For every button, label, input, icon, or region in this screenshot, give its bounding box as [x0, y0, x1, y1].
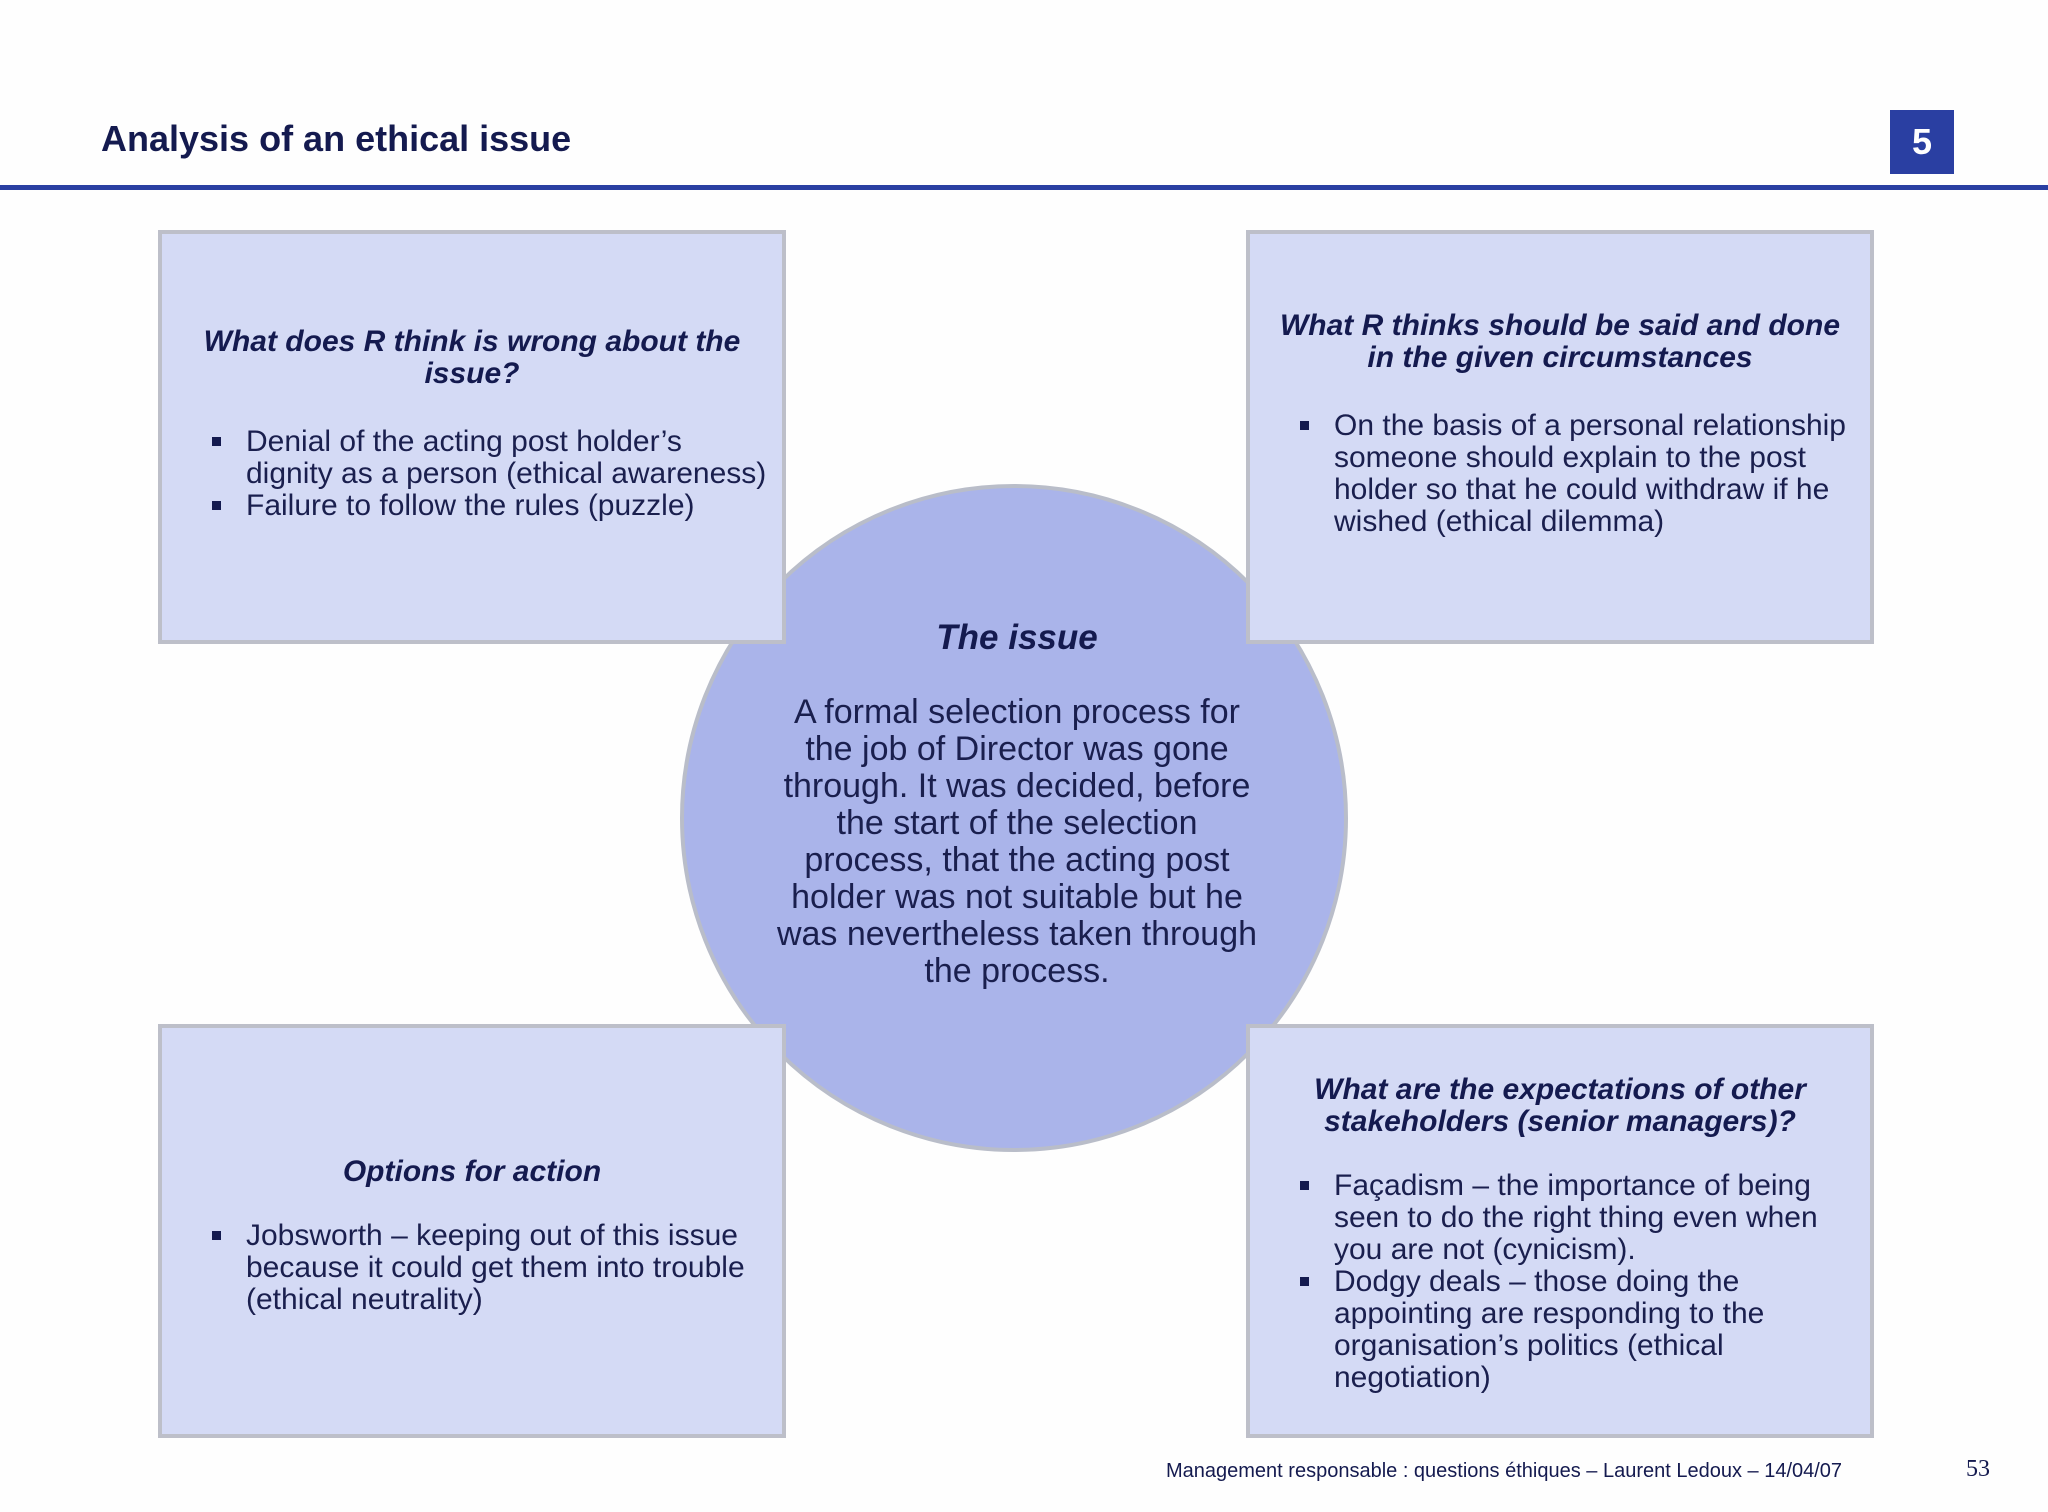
box-options-for-action: Options for action Jobsworth – keeping o… [158, 1024, 786, 1438]
box-bullet-list: Façadism – the importance of being seen … [1300, 1170, 1856, 1394]
box-what-should-be-done: What R thinks should be said and done in… [1246, 230, 1874, 644]
slide-title: Analysis of an ethical issue [101, 118, 572, 159]
bullet-icon [212, 437, 221, 446]
bullet-icon [1300, 1277, 1309, 1286]
bullet-icon [1300, 1181, 1309, 1190]
title-divider [0, 185, 2048, 190]
bullet-icon [1300, 421, 1309, 430]
bullet-icon [212, 501, 221, 510]
box-heading: What are the expectations of other stake… [1314, 1073, 1806, 1138]
slide-number: 53 [1966, 1456, 1990, 1482]
issue-description: A formal selection process for the job o… [776, 693, 1258, 990]
section-number-badge: 5 [1890, 110, 1954, 174]
list-item: Failure to follow the rules (puzzle) [212, 490, 768, 522]
box-stakeholder-expectations: What are the expectations of other stake… [1246, 1024, 1874, 1438]
box-bullet-list: Denial of the acting post holder’s digni… [212, 426, 768, 522]
list-item: Jobsworth – keeping out of this issue be… [212, 1220, 768, 1316]
list-item: On the basis of a personal relationship … [1300, 410, 1856, 538]
box-heading: Options for action [342, 1155, 602, 1188]
box-bullet-list: Jobsworth – keeping out of this issue be… [212, 1220, 768, 1316]
box-bullet-list: On the basis of a personal relationship … [1300, 410, 1856, 538]
bullet-icon [212, 1231, 221, 1240]
issue-text-block: The issue A formal selection process for… [770, 618, 1264, 990]
box-what-is-wrong: What does R think is wrong about the iss… [158, 230, 786, 644]
footer-text: Management responsable : questions éthiq… [1166, 1460, 1843, 1482]
issue-circle [680, 484, 1348, 1152]
box-heading: What R thinks should be said and done in… [1279, 309, 1841, 374]
box-heading: What does R think is wrong about the iss… [203, 325, 741, 390]
list-item: Denial of the acting post holder’s digni… [212, 426, 768, 490]
list-item: Dodgy deals – those doing the appointing… [1300, 1266, 1856, 1394]
list-item: Façadism – the importance of being seen … [1300, 1170, 1856, 1266]
issue-heading: The issue [936, 618, 1098, 657]
